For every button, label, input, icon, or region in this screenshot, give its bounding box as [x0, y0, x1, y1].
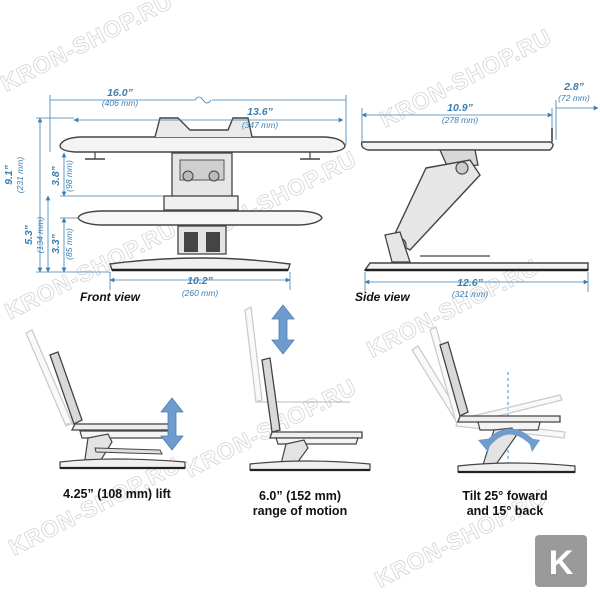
dim-tray-depth-label: 10.9”: [447, 102, 473, 114]
side-view: 10.9” (278 mm) 2.8” (72 mm) 12.6” (321 m…: [355, 81, 599, 304]
motion-caption-tilt-line1: Tilt 25° foward: [462, 489, 547, 503]
front-view: 16.0” (406 mm) 13.6” (347 mm) 9.1” (231 …: [3, 87, 347, 304]
dim-tray-width-label: 13.6”: [247, 106, 273, 118]
dim-total-height-label: 9.1”: [3, 164, 15, 185]
logo-letter: K: [549, 544, 574, 582]
dim-tray-height-mm: (134 mm): [35, 217, 45, 254]
front-view-label: Front view: [80, 290, 141, 304]
motion-caption-tilt-line2: and 15° back: [467, 504, 544, 518]
side-dimensions: [361, 100, 599, 292]
motion-caption-lift: 4.25” (108 mm) lift: [63, 487, 172, 501]
dim-overall-width-label: 16.0”: [107, 87, 133, 99]
dim-base-width-label: 10.2”: [187, 275, 213, 287]
front-top-tray: [59, 117, 346, 160]
motion-panel-lift: 4.25” (108 mm) lift: [25, 329, 186, 501]
range-arrow-icon: [271, 304, 295, 355]
dim-tray-width-mm: (347 mm): [242, 120, 279, 130]
dim-base-depth-mm: (321 mm): [452, 289, 489, 299]
brand-logo: K: [535, 535, 587, 587]
side-dimension-labels: 10.9” (278 mm) 2.8” (72 mm) 12.6” (321 m…: [355, 81, 590, 304]
front-base: [109, 257, 291, 272]
dim-column-height-label: 3.8”: [50, 165, 62, 186]
logo-badge: [535, 535, 587, 587]
dim-tray-height-label: 5.3”: [23, 224, 35, 245]
dim-tray-depth-mm: (278 mm): [442, 115, 479, 125]
motion-panel-tilt: Tilt 25° foward and 15° back: [411, 326, 576, 518]
motion-caption-range-line2: range of motion: [253, 504, 347, 518]
front-dimension-labels: 16.0” (406 mm) 13.6” (347 mm) 9.1” (231 …: [3, 87, 278, 304]
dim-lip-mm: (72 mm): [558, 93, 590, 103]
lift-arrow-icon: [160, 397, 184, 451]
front-column: [163, 152, 239, 211]
front-dimensions: [36, 95, 347, 290]
dim-column-height-mm: (98 mm): [64, 160, 74, 192]
watermark-text: KRON-SHOP.RU: [0, 0, 177, 96]
motion-caption-range-line1: 6.0” (152 mm): [259, 489, 341, 503]
dim-base-to-tray-label: 3.3”: [50, 233, 62, 254]
dim-base-depth-label: 12.6”: [457, 277, 483, 289]
motion-panel-range: 6.0” (152 mm) range of motion: [244, 304, 371, 518]
dim-base-to-tray-mm: (85 mm): [64, 228, 74, 260]
side-device: [360, 128, 589, 272]
tilt-arrow-icon: [478, 428, 540, 452]
dim-overall-width-mm: (406 mm): [102, 98, 139, 108]
dim-total-height-mm: (231 mm): [15, 157, 25, 194]
dim-base-width-mm: (260 mm): [182, 288, 219, 298]
dim-lip-label: 2.8”: [563, 81, 585, 93]
front-keyboard-tray: [77, 210, 323, 255]
side-view-label: Side view: [355, 290, 410, 304]
